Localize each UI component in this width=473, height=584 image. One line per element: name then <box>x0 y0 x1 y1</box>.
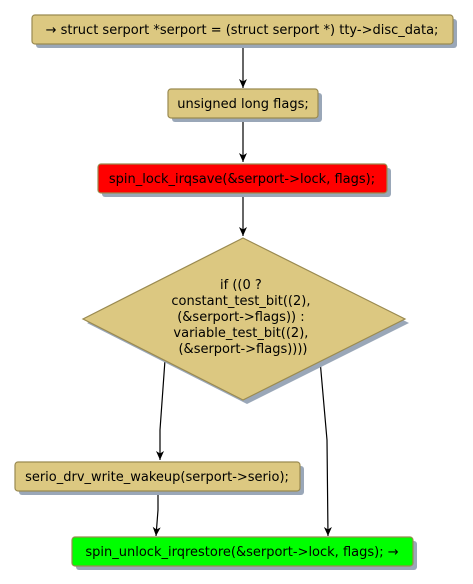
node-lock: spin_lock_irqsave(&serport->lock, flags)… <box>97 163 391 197</box>
condition-line: (&serport->flags)))) <box>178 342 307 357</box>
node-wakeup: serio_drv_write_wakeup(serport->serio); <box>14 461 304 495</box>
node-wakeup-box <box>14 461 301 492</box>
node-flags-decl-label: unsigned long flags; <box>177 97 309 112</box>
edge-condition-to-wakeup <box>156 359 166 460</box>
node-start: → struct serport *serport = (struct serp… <box>31 14 457 48</box>
condition-line: if ((0 ? <box>220 278 262 293</box>
edge-condition-to-unlock <box>319 359 332 537</box>
edges <box>152 45 332 537</box>
node-unlock-label: spin_unlock_irqrestore(&serport->lock, f… <box>85 545 398 560</box>
node-condition-diamond <box>81 237 407 401</box>
node-flags-decl: unsigned long flags; <box>167 88 322 122</box>
condition-line: variable_test_bit((2), <box>173 326 308 341</box>
condition-line: (&serport->flags)) : <box>177 310 304 325</box>
node-condition: if ((0 ? constant_test_bit((2), (&serpor… <box>81 237 409 404</box>
node-condition-label: if ((0 ? constant_test_bit((2), (&serpor… <box>171 278 314 357</box>
node-lock-box <box>97 163 388 194</box>
node-wakeup-label: serio_drv_write_wakeup(serport->serio); <box>25 470 289 485</box>
node-start-box <box>31 14 454 45</box>
node-flags-decl-box <box>167 88 319 119</box>
node-start-label: → struct serport *serport = (struct serp… <box>46 23 439 38</box>
node-unlock-box <box>71 536 414 567</box>
edge-wakeup-to-unlock <box>152 491 161 537</box>
condition-line: constant_test_bit((2), <box>171 294 310 309</box>
node-unlock: spin_unlock_irqrestore(&serport->lock, f… <box>71 536 417 570</box>
node-lock-label: spin_lock_irqsave(&serport->lock, flags)… <box>109 172 375 187</box>
